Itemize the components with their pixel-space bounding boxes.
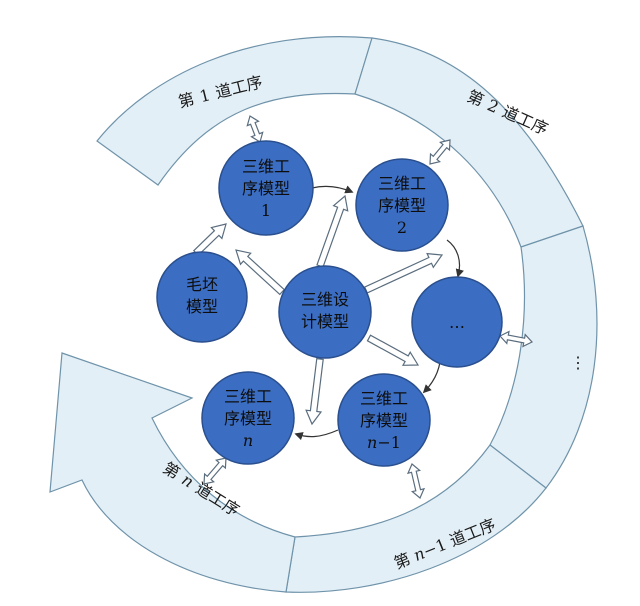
flow-arrow-n-minus-1-to-n <box>294 429 339 441</box>
node-3d-process-model-n: 三维工 序模型 n <box>201 371 295 465</box>
flow-arrow-1-to-2 <box>311 185 354 194</box>
node-n-minus-1-line-2: 序模型 <box>360 411 408 430</box>
node-3d-design-model: 三维设 计模型 <box>278 265 372 359</box>
flow-arrows <box>294 185 464 441</box>
node-2-line-3: 2 <box>397 218 407 237</box>
node-blank-line-2: 模型 <box>186 297 218 316</box>
node-center-line-1: 三维设 <box>301 290 349 309</box>
model-nodes: 三维工 序模型 1 三维工 序模型 2 … 三维工 序模型 n−1 三维工 序模… <box>156 140 503 467</box>
connector-center-to-model-n <box>305 357 324 426</box>
connector-ring-step-1-to-model-1 <box>246 115 264 143</box>
node-center-line-2: 计模型 <box>301 312 349 331</box>
node-n-line-1: 三维工 <box>224 387 272 406</box>
flow-arrow-ellipsis-to-n-minus-1 <box>422 361 441 394</box>
connector-center-to-model-2 <box>363 252 444 294</box>
ring-node-connectors <box>203 115 533 499</box>
node-blank-line-1: 毛坯 <box>186 275 218 294</box>
node-1-line-1: 三维工 <box>242 157 290 176</box>
connector-center-to-ellipsis <box>366 334 420 366</box>
node-1-line-3: 1 <box>261 201 271 220</box>
connector-ring-step-n-minus-1-to-model <box>406 463 426 499</box>
ring-segment-step-n-arrow <box>49 352 296 593</box>
node-n-line-3: n <box>243 431 253 450</box>
node-n-minus-1-line-1: 三维工 <box>360 389 408 408</box>
node-n-minus-1-line-3: n−1 <box>367 433 401 452</box>
connector-ring-ellipsis-to-node <box>499 330 533 348</box>
process-ring <box>49 36 598 593</box>
connector-center-to-blank <box>235 249 286 296</box>
node-3d-process-model-1: 三维工 序模型 1 <box>218 140 314 236</box>
connector-center-to-model-1 <box>316 194 349 268</box>
node-ellipsis-model: … <box>411 276 503 368</box>
center-connectors <box>192 194 444 426</box>
ring-label-ellipsis: ⋮ <box>570 353 586 372</box>
connector-blank-to-model-1 <box>192 223 227 257</box>
node-1-line-2: 序模型 <box>242 179 290 198</box>
node-blank-model: 毛坯 模型 <box>156 251 248 343</box>
node-3d-process-model-2: 三维工 序模型 2 <box>355 158 449 252</box>
node-n-line-2: 序模型 <box>224 409 272 428</box>
flow-arrow-2-to-ellipsis <box>446 239 464 278</box>
node-2-line-2: 序模型 <box>378 196 426 215</box>
node-3d-process-model-n-minus-1: 三维工 序模型 n−1 <box>337 373 431 467</box>
connector-ring-step-2-to-model-2 <box>429 139 451 165</box>
connector-ring-step-n-to-model <box>203 457 227 485</box>
node-ellipsis-label: … <box>449 313 465 332</box>
node-2-line-1: 三维工 <box>378 174 426 193</box>
